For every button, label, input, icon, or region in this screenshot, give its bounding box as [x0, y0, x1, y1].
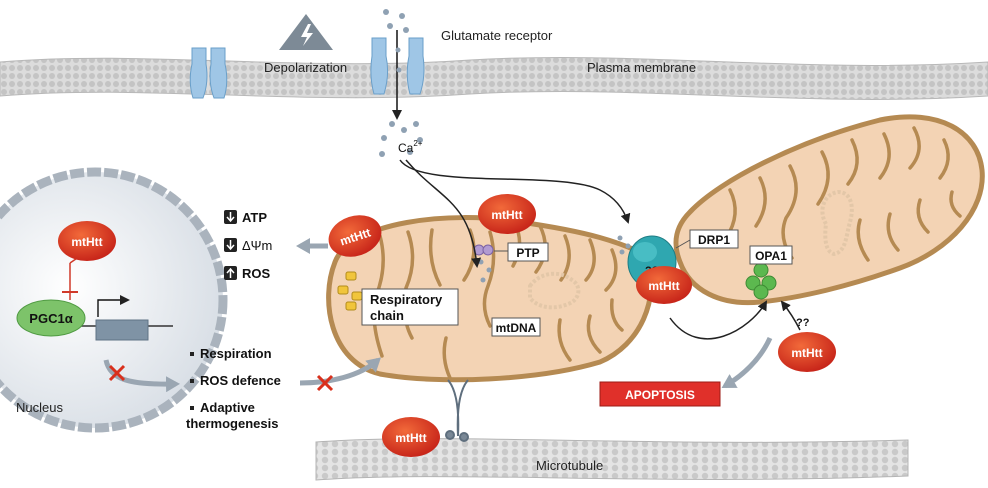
svg-text:mtHtt: mtHtt [648, 279, 679, 293]
plasma-membrane-label: Plasma membrane [587, 60, 696, 75]
gene-targets-list: Respiration ROS defence Adaptive thermog… [186, 346, 281, 431]
svg-text:PTP: PTP [516, 246, 539, 260]
microtubule-label: Microtubule [536, 458, 603, 473]
lightning-warning-icon [279, 14, 333, 50]
svg-text:Respiratory: Respiratory [370, 292, 443, 307]
ion-channel [189, 47, 228, 99]
glutamate-receptor-label: Glutamate receptor [441, 28, 553, 43]
gray-arrows [103, 238, 773, 393]
mthtt-badge: mtHtt [382, 417, 440, 457]
svg-text:mtHtt: mtHtt [395, 431, 426, 445]
target-thermogenesis: thermogenesis [186, 416, 278, 431]
svg-text:mtHtt: mtHtt [491, 208, 522, 222]
outcome-ros: ROS [242, 266, 271, 281]
apoptosis-banner: APOPTOSIS [599, 381, 721, 407]
svg-text:OPA1: OPA1 [755, 249, 787, 263]
nucleus-label: Nucleus [16, 400, 63, 415]
mthtt-badge: mtHtt [478, 194, 536, 234]
calcium-dots [379, 121, 423, 157]
opa1-complex [745, 262, 777, 300]
blocked-x-icon [108, 364, 126, 382]
mtdna-box: mtDNA [491, 317, 541, 337]
svg-text:DRP1: DRP1 [698, 233, 730, 247]
microtubule [315, 438, 909, 481]
calcium-arrows [399, 159, 801, 340]
ptp-box: PTP [494, 242, 549, 262]
calcium-label: Ca2+ [398, 139, 423, 155]
glutamate-dots [383, 9, 409, 73]
blocked-x-icon [316, 374, 334, 392]
mthtt-badge: mtHtt [328, 215, 382, 257]
plasma-membrane [0, 56, 988, 100]
svg-text:mtHtt: mtHtt [791, 346, 822, 360]
target-respiration: Respiration [200, 346, 272, 361]
outcome-atp: ATP [242, 210, 267, 225]
outcome-membrane-potential: ΔΨm [242, 238, 272, 253]
microtubule-linker [445, 379, 469, 442]
svg-text:mtHtt: mtHtt [71, 235, 102, 249]
mthtt-badge: mtHtt [778, 332, 836, 372]
unknown-label-opa1: ?? [796, 317, 810, 329]
target-ros-defence: ROS defence [200, 373, 281, 388]
svg-text:APOPTOSIS: APOPTOSIS [625, 388, 695, 402]
pgc1a-label: PGC1α [29, 311, 72, 326]
svg-text:chain: chain [370, 308, 404, 323]
mthtt-badge: mtHtt [58, 221, 116, 261]
respiratory-chain-box: Respiratory chain [361, 288, 459, 326]
mthtt-badge: mtHtt [636, 266, 692, 304]
svg-text:mtDNA: mtDNA [496, 321, 537, 335]
nucleus [0, 167, 228, 433]
glutamate-receptor [370, 30, 425, 120]
opa1-box: OPA1 [749, 245, 793, 265]
down-arrow-icon [224, 210, 237, 224]
up-arrow-icon [224, 266, 237, 280]
depolarization-label: Depolarization [264, 60, 347, 75]
mitochondrion-right [673, 114, 985, 306]
drp1-box: DRP1 [675, 229, 739, 249]
target-adaptive: Adaptive [200, 400, 255, 415]
down-arrow-icon [224, 238, 237, 252]
